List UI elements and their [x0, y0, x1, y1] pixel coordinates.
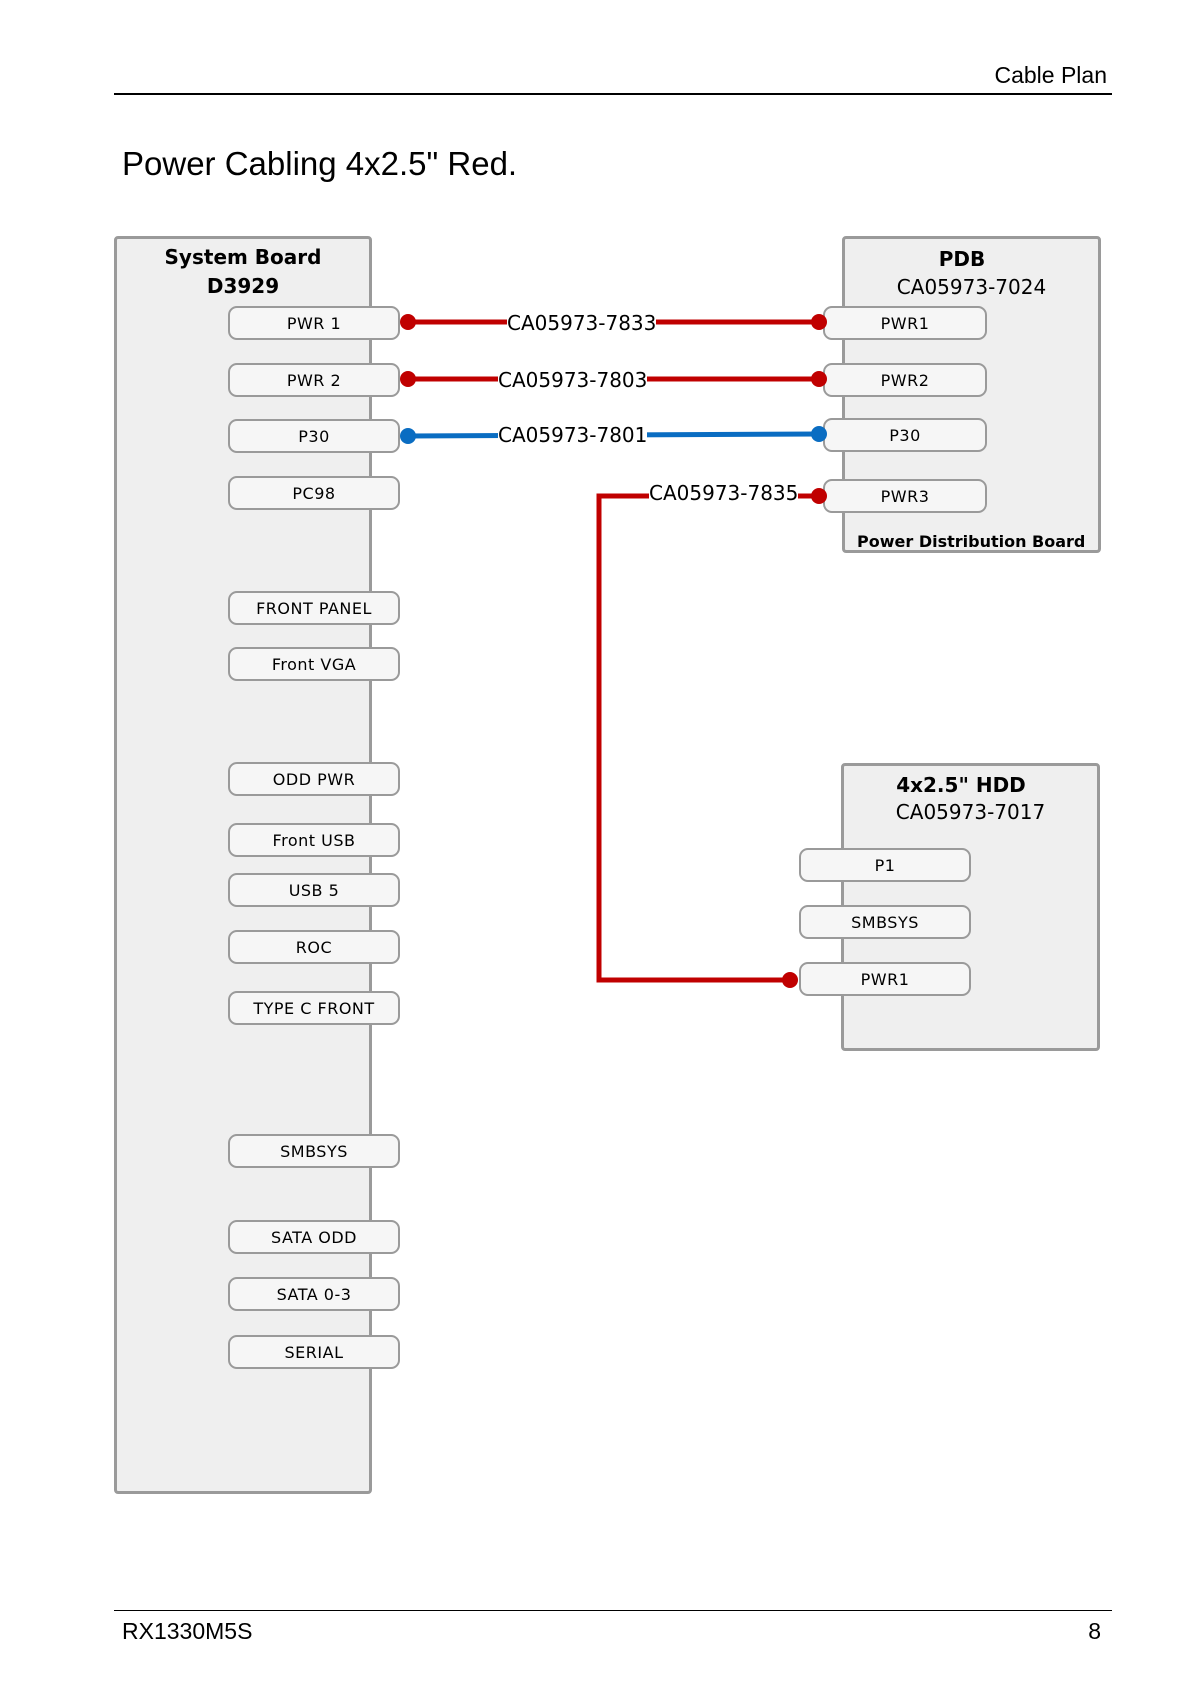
cable-7835-wire — [596, 493, 819, 983]
pdb-connector-p30: P30 — [823, 418, 987, 452]
hdd-connector-pwr1: PWR1 — [799, 962, 971, 996]
sb-connector-front-usb: Front USB — [228, 823, 400, 857]
sb-connector-usb5: USB 5 — [228, 873, 400, 907]
cable-label-7803: CA05973-7803 — [498, 368, 648, 392]
cable-7803-wire-end-dot — [811, 371, 827, 387]
sb-connector-pwr2: PWR 2 — [228, 363, 400, 397]
header-rule — [114, 93, 1112, 95]
hdd-connector-smbsys: SMBSYS — [799, 905, 971, 939]
header-section-title: Cable Plan — [994, 62, 1107, 88]
system-board-title: System Board — [164, 245, 322, 269]
sb-connector-front-vga: Front VGA — [228, 647, 400, 681]
pdb-part: CA05973-7024 — [896, 275, 1047, 299]
page-title: Power Cabling 4x2.5" Red. — [122, 145, 518, 182]
footer-model: RX1330M5S — [122, 1618, 253, 1644]
sb-connector-sata-0-3: SATA 0-3 — [228, 1277, 400, 1311]
sb-connector-pc98: PC98 — [228, 476, 400, 510]
sb-connector-pwr1: PWR 1 — [228, 306, 400, 340]
cable-7801-wire-end-dot — [811, 426, 827, 442]
system-board-part: D3929 — [206, 274, 280, 298]
sb-connector-p30: P30 — [228, 419, 400, 453]
sb-connector-type-c-front: TYPE C FRONT — [228, 991, 400, 1025]
cable-7833-wire-start-dot — [400, 314, 416, 330]
cable-7833-wire-end-dot — [811, 314, 827, 330]
sb-connector-odd-pwr: ODD PWR — [228, 762, 400, 796]
pdb-title: PDB — [938, 247, 986, 271]
sb-connector-front-panel: FRONT PANEL — [228, 591, 400, 625]
cable-7835-wire-start-dot — [811, 488, 827, 504]
sb-connector-sata-odd: SATA ODD — [228, 1220, 400, 1254]
footer-page-number: 8 — [1088, 1618, 1101, 1644]
pdb-connector-pwr2: PWR2 — [823, 363, 987, 397]
cable-label-7833: CA05973-7833 — [507, 311, 657, 335]
cable-label-7801: CA05973-7801 — [498, 423, 648, 447]
hdd-part: CA05973-7017 — [895, 800, 1046, 824]
cable-7801-wire-start-dot — [400, 428, 416, 444]
sb-connector-serial: SERIAL — [228, 1335, 400, 1369]
hdd-connector-p1: P1 — [799, 848, 971, 882]
cable-7803-wire-start-dot — [400, 371, 416, 387]
footer-rule — [114, 1610, 1112, 1611]
cable-7835-wire-end-dot — [782, 972, 798, 988]
pdb-footer-label: Power Distribution Board — [857, 532, 1086, 551]
pdb-connector-pwr3: PWR3 — [823, 479, 987, 513]
sb-connector-roc: ROC — [228, 930, 400, 964]
cable-label-7835: CA05973-7835 — [649, 481, 799, 505]
sb-connector-smbsys: SMBSYS — [228, 1134, 400, 1168]
pdb-connector-pwr1: PWR1 — [823, 306, 987, 340]
hdd-title: 4x2.5" HDD — [896, 773, 1026, 797]
